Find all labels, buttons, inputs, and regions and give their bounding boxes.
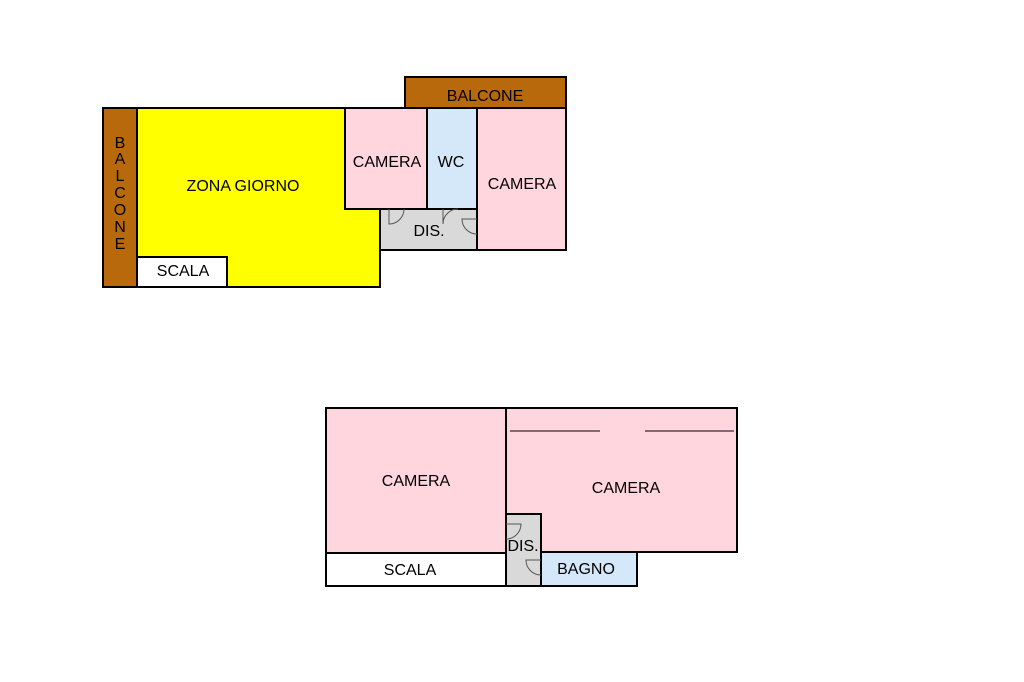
camera-left-lower-room [325,407,507,554]
door-swing-camera-lower [505,523,522,540]
bagno-label: BAGNO [557,561,615,578]
scala-lower-label: SCALA [384,562,437,579]
camera-small-label: CAMERA [353,154,422,171]
balcone-side-letter: N [114,219,126,236]
door-swing-camera-small [388,208,405,225]
camera-right-room [476,107,567,251]
dis-lower-label: DIS. [507,538,538,555]
door-swing-wc [442,208,459,225]
zona-giorno-label: ZONA GIORNO [187,178,300,195]
upper-floor: BALCONE B A L C O N E ZONA GIORNO SCALA … [102,76,567,288]
camera-small-room [344,107,428,210]
dis-upper-room [379,208,478,251]
scala-upper-label: SCALA [157,263,210,280]
stair-upper [136,256,228,288]
balcony-side [102,107,138,288]
balcone-side-letter: A [115,151,126,168]
door-swing-camera-right [461,218,478,235]
balcone-side-letter: E [115,236,126,253]
balcone-side-label: B A L C O N E [114,135,126,253]
lower-floor: CAMERA CAMERA SCALA DIS. BAGNO [325,407,738,587]
balcone-top-label: BALCONE [447,88,523,105]
wc-label: WC [438,154,465,171]
balcone-side-letter: L [116,168,125,185]
balcone-side-letter: C [114,185,126,202]
camera-right-label: CAMERA [488,176,557,193]
door-swing-bagno [525,559,542,576]
bagno-room [540,551,638,587]
balcone-side-letter: O [114,202,126,219]
camera-right-lower-label: CAMERA [592,480,661,497]
balcone-side-letter: B [115,135,126,152]
scala-lower-room [325,552,507,587]
dis-upper-label: DIS. [413,223,444,240]
camera-left-lower-label: CAMERA [382,473,451,490]
